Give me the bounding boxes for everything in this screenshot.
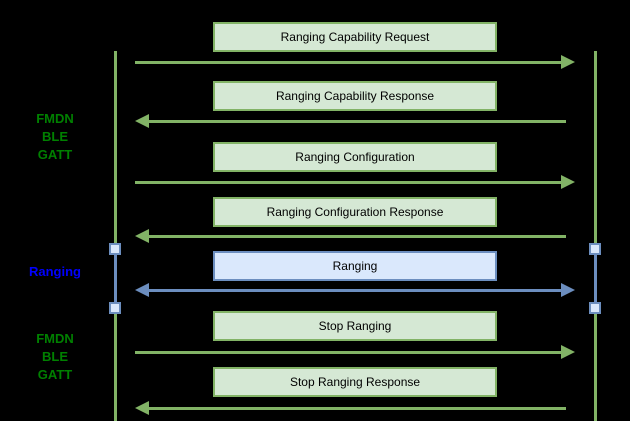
- phase-label-line: BLE: [42, 129, 68, 144]
- phase-label-line: GATT: [37, 367, 73, 382]
- arrow-shaft: [135, 180, 563, 184]
- activation-marker: [589, 302, 601, 314]
- phase-label-line: Ranging: [29, 264, 81, 279]
- message-label: Stop Ranging Response: [289, 375, 421, 389]
- left-ranging-activation-segment: [114, 249, 117, 308]
- message-box-stop-ranging-response: Stop Ranging Response: [213, 367, 497, 397]
- phase-label-line: FMDN: [36, 111, 74, 126]
- arrow-right-icon: [135, 55, 575, 69]
- arrowhead-left-icon: [135, 229, 149, 243]
- right-ranging-activation-segment: [594, 249, 597, 308]
- message-box-ranging: Ranging: [213, 251, 497, 281]
- phase-label-ranging: Ranging: [0, 263, 110, 281]
- arrow-shaft: [148, 406, 566, 410]
- message-box-ranging-capability-response: Ranging Capability Response: [213, 81, 497, 111]
- arrow-shaft: [148, 288, 562, 292]
- message-label: Ranging: [332, 259, 378, 273]
- activation-marker: [589, 243, 601, 255]
- right-lifeline: [594, 51, 597, 421]
- phase-label-line: BLE: [42, 349, 68, 364]
- phase-label-fmdn-ble-gatt-top: FMDN BLE GATT: [0, 110, 110, 164]
- arrowhead-right-icon: [561, 175, 575, 189]
- message-label: Ranging Configuration: [295, 150, 415, 164]
- phase-label-line: FMDN: [36, 331, 74, 346]
- left-lifeline: [114, 51, 117, 421]
- arrowhead-right-icon: [561, 345, 575, 359]
- message-box-ranging-configuration-response: Ranging Configuration Response: [213, 197, 497, 227]
- arrowhead-right-icon: [561, 283, 575, 297]
- phase-label-fmdn-ble-gatt-bottom: FMDN BLE GATT: [0, 330, 110, 384]
- arrow-left-icon: [135, 229, 575, 243]
- arrow-left-icon: [135, 401, 575, 415]
- message-label: Ranging Configuration Response: [266, 205, 444, 219]
- arrowhead-left-icon: [135, 401, 149, 415]
- message-label: Ranging Capability Response: [275, 89, 435, 103]
- message-label: Stop Ranging: [318, 319, 392, 333]
- message-label: Ranging Capability Request: [280, 30, 430, 44]
- arrow-right-icon: [135, 175, 575, 189]
- arrow-shaft: [148, 119, 566, 123]
- phase-label-line: GATT: [37, 147, 73, 162]
- arrow-bidirectional-icon: [135, 283, 575, 297]
- message-box-ranging-capability-request: Ranging Capability Request: [213, 22, 497, 52]
- arrow-right-icon: [135, 345, 575, 359]
- arrowhead-left-icon: [135, 283, 149, 297]
- arrowhead-left-icon: [135, 114, 149, 128]
- arrow-left-icon: [135, 114, 575, 128]
- arrow-shaft: [135, 350, 563, 354]
- arrow-shaft: [148, 234, 566, 238]
- message-box-ranging-configuration: Ranging Configuration: [213, 142, 497, 172]
- message-box-stop-ranging: Stop Ranging: [213, 311, 497, 341]
- arrowhead-right-icon: [561, 55, 575, 69]
- activation-marker: [109, 302, 121, 314]
- activation-marker: [109, 243, 121, 255]
- arrow-shaft: [135, 60, 563, 64]
